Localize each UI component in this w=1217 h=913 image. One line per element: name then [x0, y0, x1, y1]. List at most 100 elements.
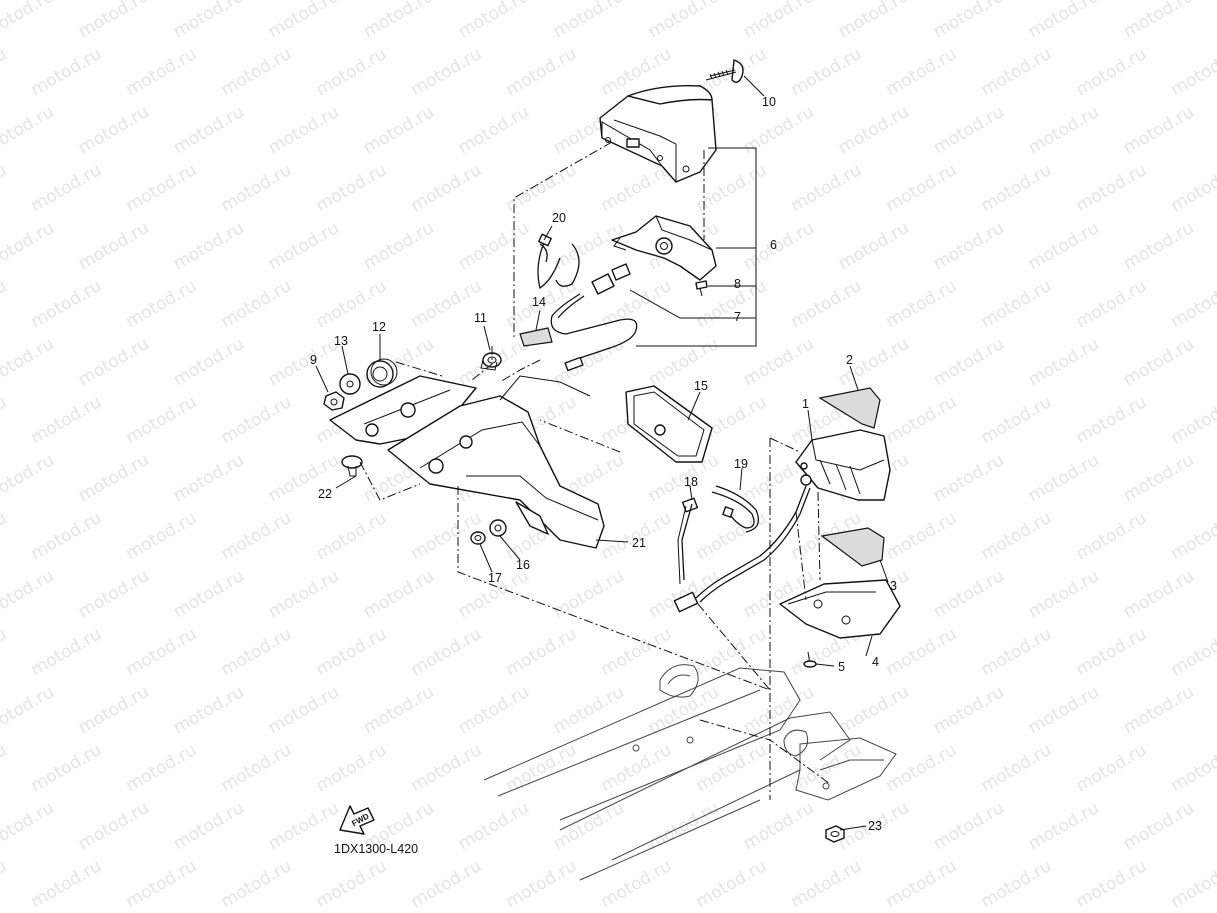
- watermark-text: motod.ru: [123, 276, 201, 332]
- watermark-text: motod.ru: [1025, 334, 1103, 390]
- watermark-text: motod.ru: [598, 856, 676, 912]
- watermark-text: motod.ru: [1025, 0, 1103, 42]
- watermark-text: motod.ru: [408, 740, 486, 796]
- callout-2: 2: [846, 353, 853, 367]
- watermark-text: motod.ru: [0, 160, 10, 216]
- watermark-text: motod.ru: [835, 102, 913, 158]
- watermark-text: motod.ru: [930, 450, 1008, 506]
- watermark-text: motod.ru: [1073, 740, 1151, 796]
- watermark-text: motod.ru: [1073, 508, 1151, 564]
- watermark-text: motod.ru: [0, 44, 10, 100]
- callout-7: 7: [734, 310, 741, 324]
- grommet-16-collar-17: [470, 519, 507, 545]
- callout-15: 15: [694, 379, 708, 393]
- watermark-text: motod.ru: [740, 0, 818, 42]
- assembly-lines: [359, 141, 831, 800]
- watermark-text: motod.ru: [835, 0, 913, 42]
- watermark-text: motod.ru: [598, 740, 676, 796]
- watermark-text: motod.ru: [455, 218, 533, 274]
- watermark-text: motod.ru: [978, 44, 1056, 100]
- reflector-15: [625, 385, 713, 463]
- watermark-text: motod.ru: [170, 450, 248, 506]
- watermark-text: motod.ru: [28, 740, 106, 796]
- watermark-text: motod.ru: [218, 624, 296, 680]
- watermark-text: motod.ru: [408, 44, 486, 100]
- watermark-text: motod.ru: [218, 160, 296, 216]
- license-light-1: [795, 429, 891, 501]
- watermark-text: motod.ru: [28, 624, 106, 680]
- frame-outline: [483, 664, 897, 881]
- watermark-text: motod.ru: [0, 102, 58, 158]
- watermark-text: motod.ru: [645, 334, 723, 390]
- watermark-text: motod.ru: [0, 798, 58, 854]
- watermark-text: motod.ru: [28, 856, 106, 912]
- rear-fender-bracket: [329, 375, 605, 549]
- watermark-text: motod.ru: [788, 276, 866, 332]
- watermark-text: motod.ru: [883, 740, 961, 796]
- watermark-text: motod.ru: [930, 0, 1008, 42]
- bolt-10: [705, 59, 744, 83]
- watermark-text: motod.ru: [0, 856, 10, 912]
- watermark-text: motod.ru: [550, 566, 628, 622]
- license-light-wire: [673, 485, 811, 613]
- watermark-text: motod.ru: [455, 798, 533, 854]
- watermark-text: motod.ru: [978, 160, 1056, 216]
- watermark-text: motod.ru: [75, 798, 153, 854]
- callout-22: 22: [318, 487, 332, 501]
- watermark-text: motod.ru: [1168, 276, 1217, 332]
- watermark-text: motod.ru: [1025, 102, 1103, 158]
- watermark-text: motod.ru: [265, 566, 343, 622]
- watermark-text: motod.ru: [75, 334, 153, 390]
- watermark-text: motod.ru: [1168, 508, 1217, 564]
- callout-9: 9: [310, 353, 317, 367]
- clamp-20: [537, 233, 580, 290]
- watermark-text: motod.ru: [978, 276, 1056, 332]
- watermark-text: motod.ru: [693, 740, 771, 796]
- watermark-text: motod.ru: [788, 44, 866, 100]
- callout-4: 4: [872, 655, 879, 669]
- watermark-text: motod.ru: [1120, 334, 1198, 390]
- callout-10: 10: [762, 95, 776, 109]
- callout-13: 13: [334, 334, 348, 348]
- callout-11: 11: [474, 311, 487, 325]
- watermark-text: motod.ru: [265, 798, 343, 854]
- watermark-text: motod.ru: [1073, 392, 1151, 448]
- watermark-text: motod.ru: [930, 798, 1008, 854]
- watermark-text: motod.ru: [0, 566, 58, 622]
- watermark-text: motod.ru: [75, 0, 153, 42]
- watermark-text: motod.ru: [75, 102, 153, 158]
- watermark-text: motod.ru: [123, 624, 201, 680]
- watermark-text: motod.ru: [740, 798, 818, 854]
- watermark-text: motod.ru: [265, 682, 343, 738]
- watermark-text: motod.ru: [75, 450, 153, 506]
- watermark-text: motod.ru: [1168, 740, 1217, 796]
- callout-3: 3: [890, 579, 897, 593]
- watermark-text: motod.ru: [1168, 160, 1217, 216]
- watermark-text: motod.ru: [313, 740, 391, 796]
- watermark-text: motod.ru: [0, 624, 10, 680]
- watermark-text: motod.ru: [123, 160, 201, 216]
- callout-12: 12: [372, 320, 386, 334]
- fwd-arrow-icon: FWD: [339, 805, 375, 835]
- watermark-text: motod.ru: [218, 740, 296, 796]
- bolt-22: [341, 455, 363, 477]
- nut-23: [825, 825, 845, 843]
- callout-14: 14: [532, 295, 546, 309]
- watermark-text: motod.ru: [218, 276, 296, 332]
- watermark-text: motod.ru: [503, 740, 581, 796]
- callout-6: 6: [770, 238, 777, 252]
- watermark-text: motod.ru: [883, 392, 961, 448]
- watermark-text: motod.ru: [28, 392, 106, 448]
- watermark-text: motod.ru: [123, 392, 201, 448]
- watermark-text: motod.ru: [0, 0, 58, 42]
- callout-19: 19: [734, 457, 748, 471]
- watermark-text: motod.ru: [0, 740, 10, 796]
- watermark-text: motod.ru: [408, 160, 486, 216]
- watermark-text: motod.ru: [930, 566, 1008, 622]
- watermark-text: motod.ru: [265, 102, 343, 158]
- watermark-text: motod.ru: [930, 218, 1008, 274]
- watermark-text: motod.ru: [930, 682, 1008, 738]
- callout-8: 8: [734, 277, 741, 291]
- taillight-housing: [599, 85, 717, 183]
- lead-wire-7: [550, 263, 638, 372]
